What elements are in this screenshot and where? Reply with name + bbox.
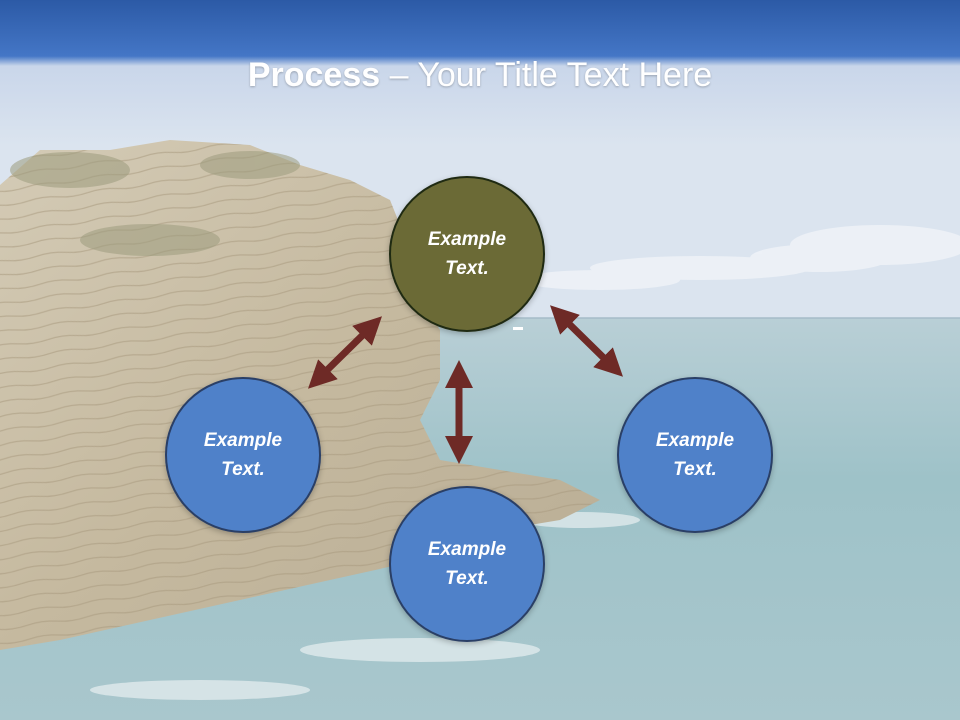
node-left-label: Example Text. [203, 430, 283, 480]
process-node-left[interactable]: Example Text. [165, 377, 321, 533]
node-bottom-label: Example Text. [427, 539, 507, 589]
process-node-right[interactable]: Example Text. [617, 377, 773, 533]
title-bold: Process [247, 56, 381, 94]
title-rest: – Your Title Text Here [380, 56, 713, 94]
node-center-label: Example Text. [427, 229, 507, 279]
node-right-label: Example Text. [655, 430, 735, 480]
process-node-bottom[interactable]: Example Text. [389, 486, 545, 642]
process-node-center[interactable]: Example Text. [389, 176, 545, 332]
slide-title: Process – Your Title Text Here [0, 52, 960, 98]
